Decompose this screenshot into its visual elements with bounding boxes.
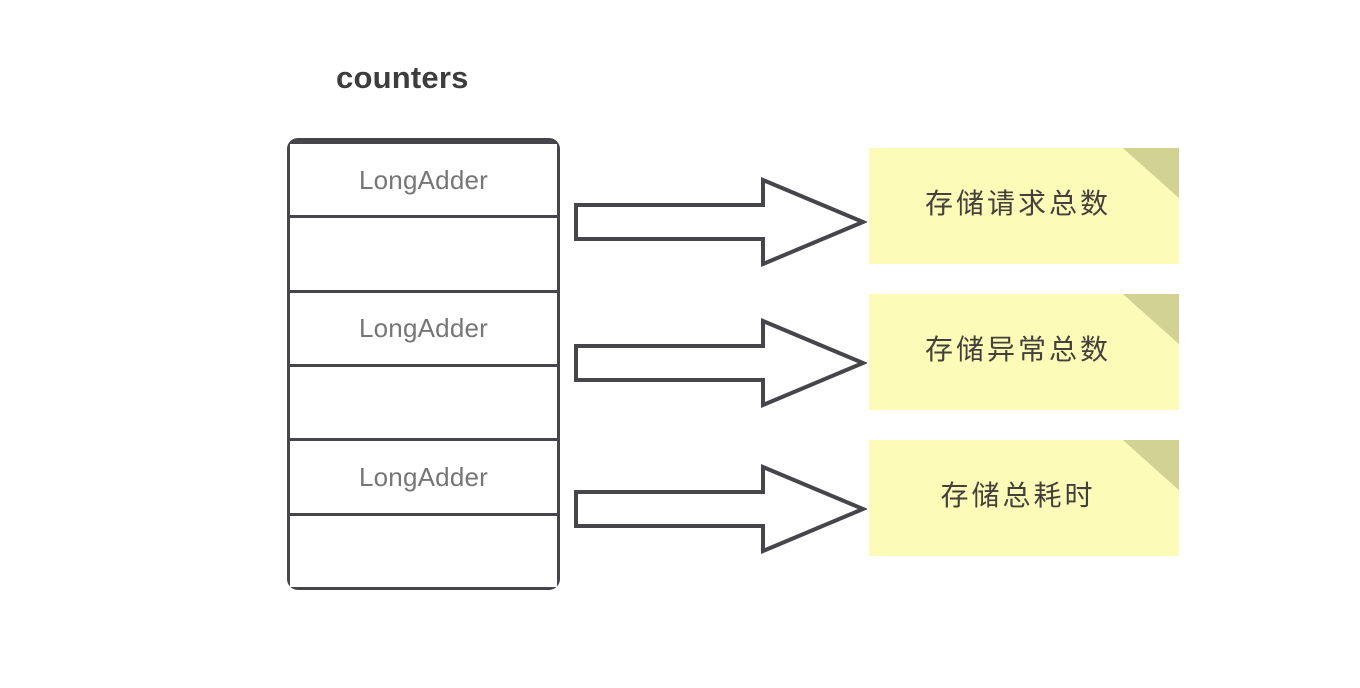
counter-cell-4 <box>290 363 557 439</box>
arrow-right-icon <box>573 313 867 413</box>
page-fold-icon <box>1123 148 1179 198</box>
counter-cell-2 <box>290 215 557 290</box>
page-fold-icon <box>1123 440 1179 490</box>
counter-cell-6 <box>290 512 557 587</box>
counter-cell-3: LongAdder <box>290 289 557 364</box>
sticky-note-2: 存储异常总数 <box>869 294 1179 410</box>
arrow-right-icon <box>573 172 867 272</box>
arrow-right-icon <box>573 459 867 559</box>
page-fold-icon <box>1123 294 1179 344</box>
sticky-note-1: 存储请求总数 <box>869 148 1179 264</box>
sticky-note-3: 存储总耗时 <box>869 440 1179 556</box>
counter-cell-label: LongAdder <box>358 164 489 195</box>
counter-cell-label: LongAdder <box>358 313 489 344</box>
page-title: counters <box>336 60 469 95</box>
sticky-note-label: 存储请求总数 <box>924 187 1111 220</box>
counter-cell-5: LongAdder <box>290 438 557 513</box>
sticky-note-label: 存储异常总数 <box>924 333 1111 366</box>
counters-container: LongAdder LongAdder LongAdder <box>287 138 560 590</box>
sticky-note-label: 存储总耗时 <box>940 479 1096 512</box>
counter-cell-1: LongAdder <box>290 141 557 216</box>
counter-cell-label: LongAdder <box>358 461 489 492</box>
